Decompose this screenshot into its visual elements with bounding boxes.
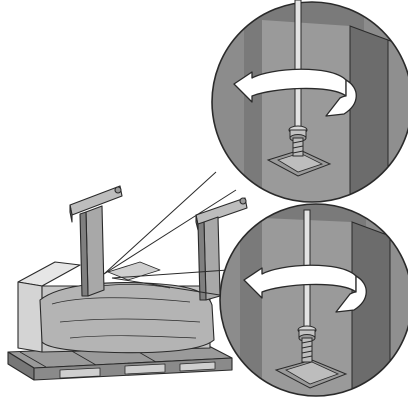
callout-leader-lines bbox=[103, 171, 237, 297]
package-scene bbox=[7, 185, 248, 381]
screwdriver-icon bbox=[294, 0, 302, 129]
callout-upper bbox=[211, 0, 408, 203]
screw-icon bbox=[288, 125, 308, 157]
stand-leg-left bbox=[69, 185, 123, 297]
stand-leg-right bbox=[195, 197, 248, 301]
rotate-arrow-icon bbox=[243, 264, 367, 313]
callout-lower bbox=[219, 203, 408, 397]
rotate-arrow-icon bbox=[233, 68, 357, 117]
foam-packing bbox=[39, 282, 215, 354]
screw-icon bbox=[297, 325, 317, 363]
